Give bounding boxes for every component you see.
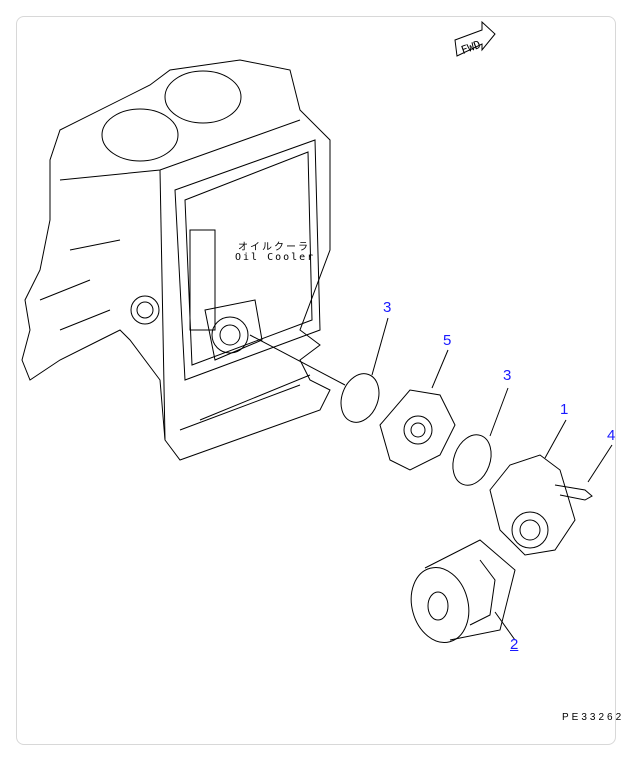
callout-1[interactable]: 1 bbox=[560, 401, 569, 418]
o-ring-3b bbox=[452, 434, 492, 486]
callout-3b[interactable]: 3 bbox=[503, 367, 512, 384]
callout-2[interactable]: 2 bbox=[510, 636, 519, 653]
oil-cooler-housing-1 bbox=[489, 454, 593, 556]
oil-cooler-label-en: Oil Cooler bbox=[235, 252, 316, 263]
callout-5[interactable]: 5 bbox=[443, 332, 452, 349]
callout-3a[interactable]: 3 bbox=[383, 299, 392, 316]
drawing-code: PE33262 bbox=[562, 712, 625, 723]
callout-leaders bbox=[371, 317, 613, 641]
oil-cooler-label-jp: オイルクーラ bbox=[238, 242, 310, 253]
callout-4[interactable]: 4 bbox=[607, 427, 616, 444]
o-ring-3a bbox=[340, 373, 380, 423]
diagram-frame bbox=[16, 16, 616, 745]
oil-filter-2 bbox=[410, 539, 516, 643]
svg-text:FWD: FWD bbox=[459, 38, 482, 57]
adapter-plate-5 bbox=[379, 389, 456, 471]
leader-line bbox=[249, 334, 346, 386]
fwd-arrow-icon: FWD bbox=[454, 20, 496, 57]
engine-block bbox=[21, 59, 331, 461]
